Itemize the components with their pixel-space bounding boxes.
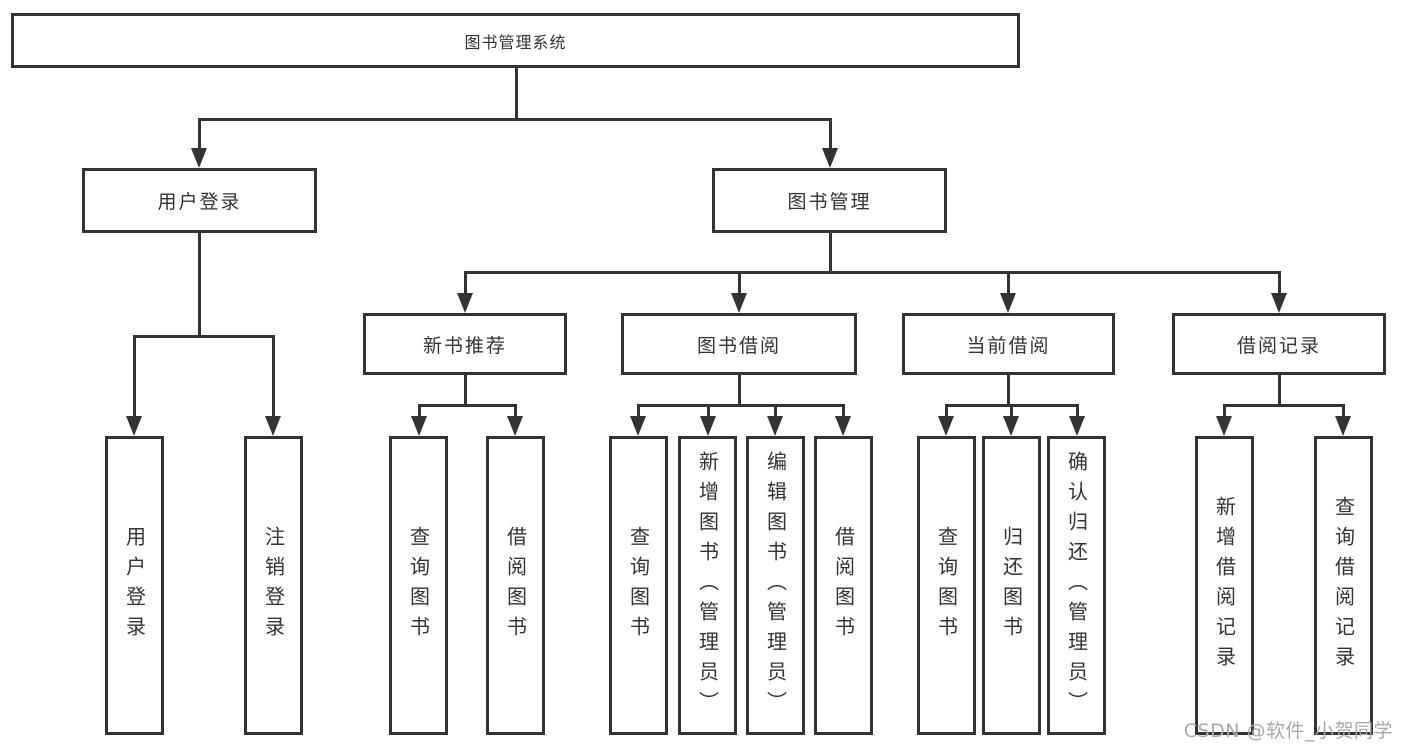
leaf-return-book: 归还图书 — [982, 436, 1041, 735]
leaf-query-borrow-record-label: 查询借阅记录 — [1331, 495, 1356, 676]
leaf-add-book-admin-label: 新增图书（管理员） — [695, 450, 720, 721]
connector-line — [464, 271, 1281, 274]
connector-arrowhead — [507, 416, 523, 436]
connector-arrowhead — [1003, 416, 1019, 436]
leaf-add-borrow-record-label: 新增借阅记录 — [1212, 495, 1237, 676]
connector-arrowhead — [191, 148, 207, 168]
connector-line — [464, 375, 467, 407]
connector-line — [637, 404, 845, 407]
connector-line — [829, 233, 832, 273]
connector-arrowhead — [265, 416, 281, 436]
leaf-newrec-query-book-label: 查询图书 — [406, 525, 431, 646]
connector-line — [842, 404, 845, 420]
leaf-query-borrow-record: 查询借阅记录 — [1314, 436, 1373, 735]
leaf-add-borrow-record: 新增借阅记录 — [1195, 436, 1254, 735]
connector-line — [1007, 375, 1010, 407]
leaf-borrow-query-book: 查询图书 — [609, 436, 668, 735]
leaf-newrec-borrow-book-label: 借阅图书 — [503, 525, 528, 646]
leaf-current-query-book: 查询图书 — [917, 436, 976, 735]
connector-line — [418, 404, 517, 407]
connector-line — [1076, 404, 1079, 420]
node-current-borrow: 当前借阅 — [902, 313, 1115, 375]
leaf-add-book-admin: 新增图书（管理员） — [678, 436, 737, 735]
connector-line — [707, 404, 710, 420]
connector-line — [1278, 375, 1281, 407]
node-root-label: 图书管理系统 — [464, 32, 567, 52]
leaf-newrec-borrow-book: 借阅图书 — [486, 436, 545, 735]
connector-arrowhead — [822, 148, 838, 168]
leaf-confirm-return-admin: 确认归还（管理员） — [1047, 436, 1106, 735]
connector-arrowhead — [835, 416, 851, 436]
connector-arrowhead — [1271, 293, 1287, 313]
node-root: 图书管理系统 — [11, 13, 1020, 68]
connector-line — [418, 404, 421, 420]
node-user-login-label: 用户登录 — [157, 191, 242, 213]
leaf-edit-book-admin-label: 编辑图书（管理员） — [763, 450, 788, 721]
connector-arrowhead — [767, 416, 783, 436]
leaf-current-query-book-label: 查询图书 — [934, 525, 959, 646]
connector-line — [738, 375, 741, 407]
connector-line — [1278, 271, 1281, 295]
node-borrow-records-label: 借阅记录 — [1236, 334, 1321, 357]
leaf-edit-book-admin: 编辑图书（管理员） — [746, 436, 805, 735]
connector-line — [1007, 271, 1010, 295]
leaf-borrow-borrow-book: 借阅图书 — [814, 436, 873, 735]
leaf-borrow-query-book-label: 查询图书 — [626, 525, 651, 646]
node-book-management-label: 图书管理 — [787, 191, 872, 213]
watermark: CSDN @软件_小贺同学 — [1183, 720, 1393, 742]
node-book-borrow-label: 图书借阅 — [696, 334, 781, 357]
connector-arrowhead — [1216, 416, 1232, 436]
connector-line — [133, 335, 275, 338]
connector-line — [738, 271, 741, 295]
connector-arrowhead — [731, 293, 747, 313]
node-book-borrow: 图书借阅 — [621, 313, 857, 375]
leaf-newrec-query-book: 查询图书 — [389, 436, 448, 735]
connector-arrowhead — [126, 416, 142, 436]
connector-line — [1223, 404, 1226, 420]
connector-line — [637, 404, 640, 420]
connector-arrowhead — [1000, 293, 1016, 313]
connector-line — [1010, 404, 1013, 420]
node-book-management: 图书管理 — [712, 168, 947, 233]
node-current-borrow-label: 当前借阅 — [966, 334, 1051, 357]
leaf-user-login-label: 用户登录 — [122, 525, 147, 646]
leaf-borrow-borrow-book-label: 借阅图书 — [831, 525, 856, 646]
connector-line — [829, 118, 832, 152]
connector-line — [1223, 404, 1345, 407]
connector-arrowhead — [1069, 416, 1085, 436]
connector-arrowhead — [938, 416, 954, 436]
connector-line — [198, 118, 832, 121]
connector-arrowhead — [700, 416, 716, 436]
connector-line — [515, 68, 518, 120]
connector-line — [945, 404, 948, 420]
connector-arrowhead — [630, 416, 646, 436]
connector-line — [1342, 404, 1345, 420]
connector-line — [272, 335, 275, 418]
connector-arrowhead — [1335, 416, 1351, 436]
connector-line — [514, 404, 517, 420]
connector-line — [133, 335, 136, 418]
connector-line — [198, 118, 201, 152]
leaf-logout: 注销登录 — [244, 436, 303, 735]
node-new-book-recommend: 新书推荐 — [363, 313, 567, 375]
leaf-logout-label: 注销登录 — [261, 525, 286, 646]
connector-line — [464, 271, 467, 295]
node-new-book-recommend-label: 新书推荐 — [422, 334, 507, 357]
node-borrow-records: 借阅记录 — [1172, 313, 1386, 375]
leaf-user-login: 用户登录 — [105, 436, 164, 735]
connector-arrowhead — [457, 293, 473, 313]
connector-line — [198, 233, 201, 337]
leaf-return-book-label: 归还图书 — [999, 525, 1024, 646]
connector-arrowhead — [411, 416, 427, 436]
leaf-confirm-return-admin-label: 确认归还（管理员） — [1064, 450, 1089, 721]
node-user-login: 用户登录 — [82, 168, 317, 233]
connector-line — [774, 404, 777, 420]
